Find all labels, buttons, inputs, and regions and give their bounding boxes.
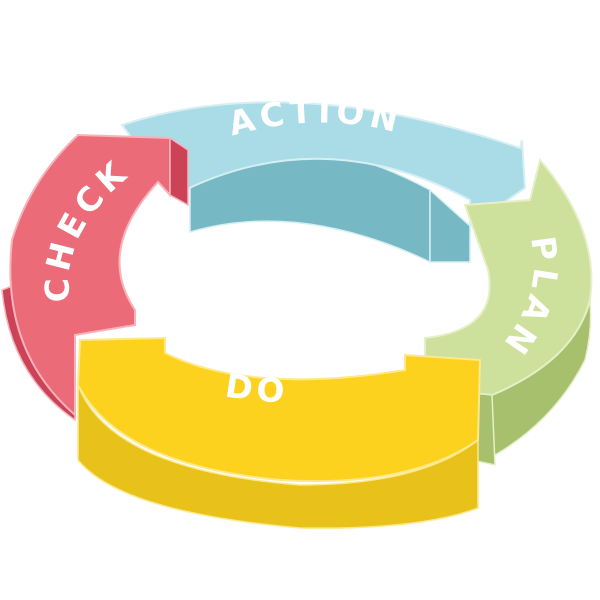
segment-check-top	[9, 133, 171, 418]
segment-action-top	[120, 101, 527, 228]
segment-do-top	[76, 336, 482, 483]
segment-do: DO	[76, 336, 482, 529]
segment-action-arrow-side	[429, 188, 471, 263]
segment-do-label: DO	[223, 366, 290, 411]
segment-check: CHECK	[1, 133, 189, 422]
segment-check-arrow-side	[169, 136, 189, 207]
segment-plan-top	[424, 157, 593, 397]
segment-do-side	[77, 384, 479, 529]
